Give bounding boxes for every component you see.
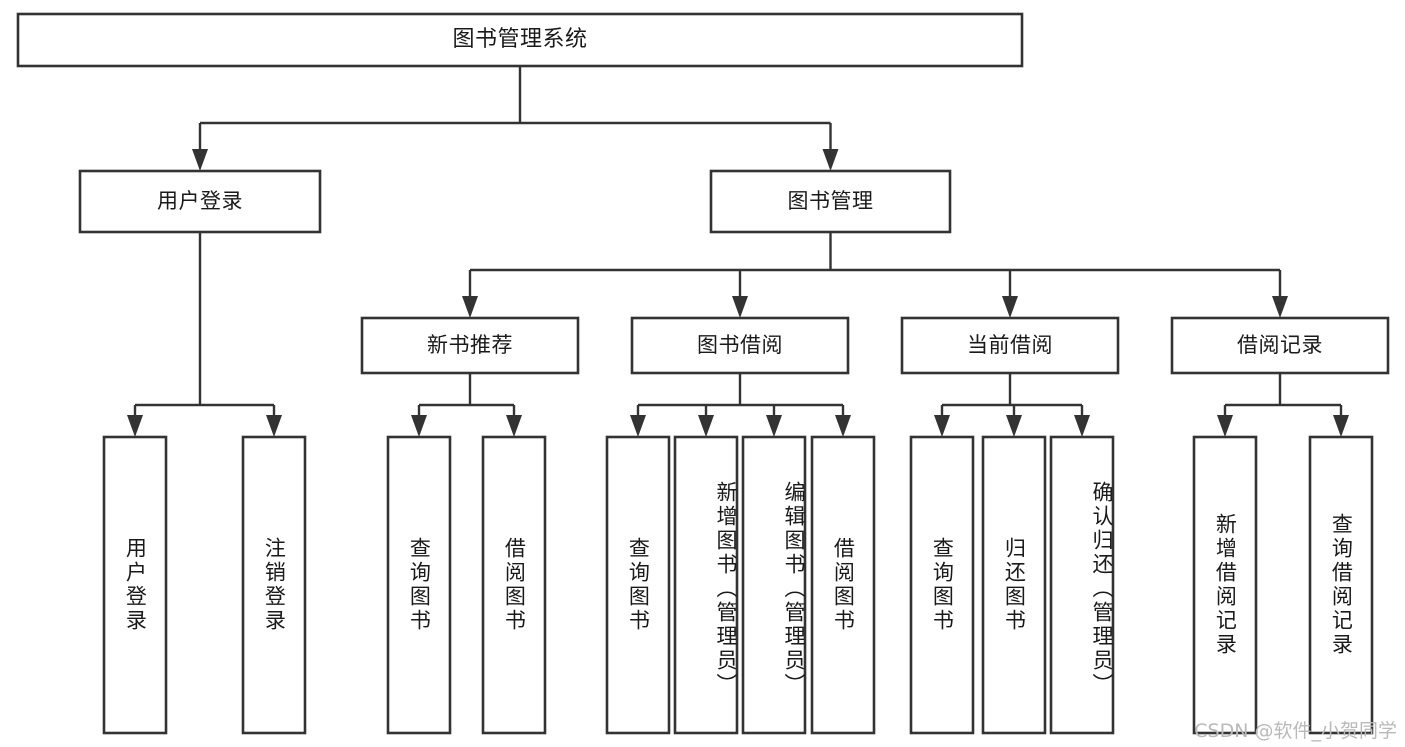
node-leaf-add-borrow-record[interactable] (1192, 435, 1258, 735)
arrowhead-new-book-recommend-1 (506, 415, 522, 437)
node-leaf-user-login[interactable] (102, 435, 168, 735)
node-user-login[interactable] (78, 169, 322, 234)
arrowhead-borrow-record-1 (1333, 415, 1349, 437)
node-new-book-recommend[interactable] (360, 316, 580, 375)
node-borrow-record[interactable] (1170, 316, 1390, 375)
arrowhead-current-borrow-0 (934, 415, 950, 437)
node-leaf-edit-book[interactable] (741, 435, 807, 735)
node-leaf-logout-login[interactable] (241, 435, 307, 735)
arrowhead-book-borrow-2 (766, 415, 782, 437)
arrowhead-current-borrow-1 (1006, 415, 1022, 437)
arrowhead-user-login-1 (266, 415, 282, 437)
node-leaf-query-borrow-record[interactable] (1308, 435, 1374, 735)
arrowhead-book-manage-0 (462, 296, 478, 318)
node-leaf-borrow-book-1[interactable] (481, 435, 547, 735)
node-root-system[interactable] (16, 12, 1024, 68)
node-leaf-query-book-3[interactable] (909, 435, 975, 735)
node-leaf-confirm-return[interactable] (1049, 435, 1115, 735)
node-book-manage[interactable] (709, 169, 952, 234)
arrowhead-book-manage-2 (1002, 296, 1018, 318)
node-book-borrow[interactable] (630, 316, 850, 375)
node-box-layer (16, 12, 1390, 735)
arrowhead-book-manage-1 (732, 296, 748, 318)
arrowhead-book-manage-3 (1272, 296, 1288, 318)
arrowhead-root-0 (192, 149, 208, 171)
node-current-borrow[interactable] (900, 316, 1120, 375)
node-leaf-return-book[interactable] (981, 435, 1047, 735)
arrowhead-book-borrow-1 (698, 415, 714, 437)
arrowhead-borrow-record-0 (1217, 415, 1233, 437)
arrowhead-new-book-recommend-0 (411, 415, 427, 437)
node-leaf-borrow-book-2[interactable] (810, 435, 876, 735)
connector-layer (127, 66, 1349, 437)
arrowhead-user-login-0 (127, 415, 143, 437)
node-leaf-add-book[interactable] (673, 435, 739, 735)
node-leaf-query-book-2[interactable] (605, 435, 671, 735)
node-leaf-query-book-1[interactable] (386, 435, 452, 735)
arrowhead-current-borrow-2 (1074, 415, 1090, 437)
arrowhead-book-borrow-3 (835, 415, 851, 437)
arrowhead-book-borrow-0 (630, 415, 646, 437)
arrowhead-root-1 (822, 149, 839, 171)
